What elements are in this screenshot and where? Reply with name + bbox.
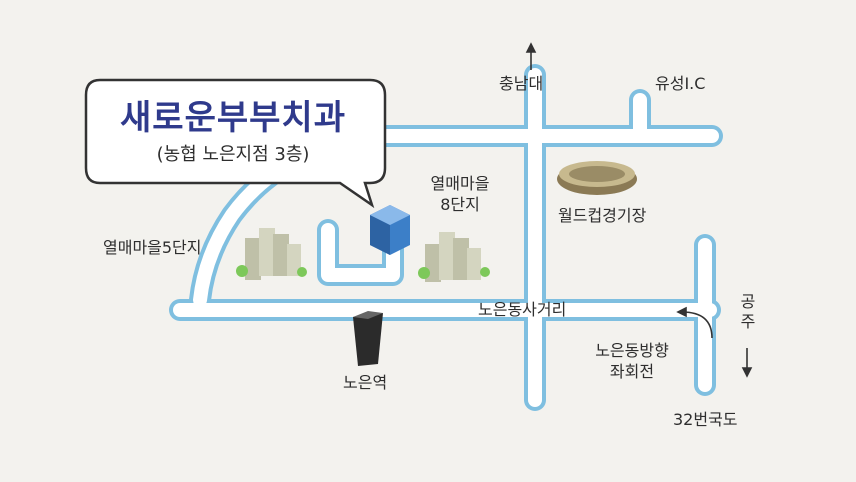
label-office: 노은동방향 좌회전 [586,341,678,383]
label-office-line1: 노은동방향 [595,341,669,360]
label-north: 충남대 [499,74,544,93]
label-yeolmae8-line1: 열매마을 [430,174,490,193]
up-arrow-icon [525,42,537,70]
label-station: 노은역 [343,373,388,392]
clinic-callout: 새로운부부치과 (농협 노은지점 3층) [88,78,378,184]
building-icon [370,205,410,255]
down-arrow-icon [741,348,753,378]
label-office-line2: 좌회전 [609,361,655,381]
stadium-icon [557,161,637,195]
label-yuseong-ic: 유성I.C [655,74,706,93]
label-gongju: 공주 [740,292,756,331]
apartment-icon [418,232,490,282]
label-yeolmae8-line2: 8단지 [440,194,480,214]
label-route32: 32번국도 [673,410,738,429]
clinic-location: (농협 노은지점 3층) [156,144,310,165]
speech-bubble [84,78,387,209]
label-intersection: 노은동사거리 [478,300,567,319]
apartment-icon [236,228,307,280]
label-stadium: 월드컵경기장 [558,206,647,225]
label-yeolmae5: 열매마을5단지 [103,238,202,257]
clinic-name: 새로운부부치과 [120,98,346,138]
tower-icon [353,311,383,366]
label-yeolmae8: 열매마을 8단지 [420,174,500,216]
curved-arrow-icon [676,306,713,339]
